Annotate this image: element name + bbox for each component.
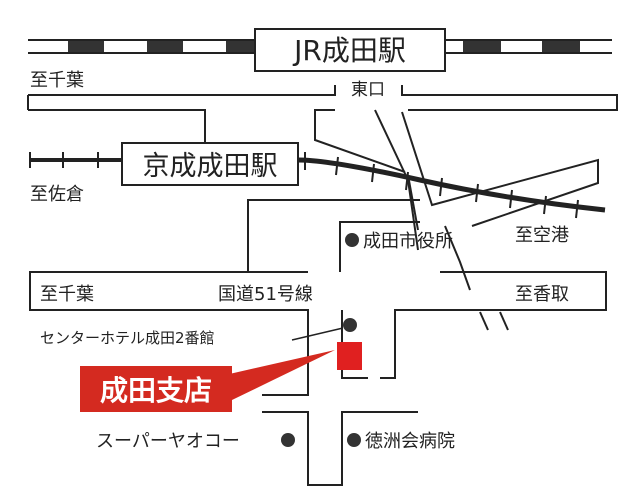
keisei-station: 京成成田駅 bbox=[121, 142, 299, 186]
branch-label: 成田支店 bbox=[100, 374, 212, 407]
hotel-label: センターホテル成田2番館 bbox=[40, 329, 215, 347]
keisei-station-label: 京成成田駅 bbox=[143, 151, 278, 182]
route-51-road bbox=[29, 271, 607, 486]
jr-station: JR成田駅 bbox=[254, 28, 446, 72]
branch-callout: 成田支店 bbox=[80, 366, 232, 412]
jr-station-label: JR成田駅 bbox=[292, 34, 406, 67]
hospital-label: 徳洲会病院 bbox=[365, 431, 455, 452]
branch-location-marker bbox=[337, 342, 362, 370]
city-hall-marker bbox=[345, 233, 359, 247]
road-middle bbox=[247, 199, 420, 272]
route-51-label: 国道51号線 bbox=[218, 284, 313, 305]
hotel-marker bbox=[343, 318, 357, 332]
hospital-marker bbox=[347, 433, 361, 447]
branch-callout-pointer bbox=[225, 350, 335, 400]
supermarket-label: スーパーヤオコー bbox=[96, 431, 240, 452]
to-katori-label: 至香取 bbox=[515, 284, 569, 305]
city-hall-label: 成田市役所 bbox=[363, 231, 453, 252]
to-airport-label: 至空港 bbox=[515, 225, 569, 246]
road-top bbox=[27, 85, 618, 145]
hotel-leader-line bbox=[291, 327, 344, 341]
keisei-railway bbox=[29, 152, 606, 219]
east-exit-label: 東口 bbox=[351, 80, 385, 100]
to-sakura-label: 至佐倉 bbox=[30, 184, 84, 205]
to-chiba-top-label: 至千葉 bbox=[30, 70, 84, 91]
to-chiba-bottom-label: 至千葉 bbox=[40, 284, 94, 305]
supermarket-marker bbox=[281, 433, 295, 447]
